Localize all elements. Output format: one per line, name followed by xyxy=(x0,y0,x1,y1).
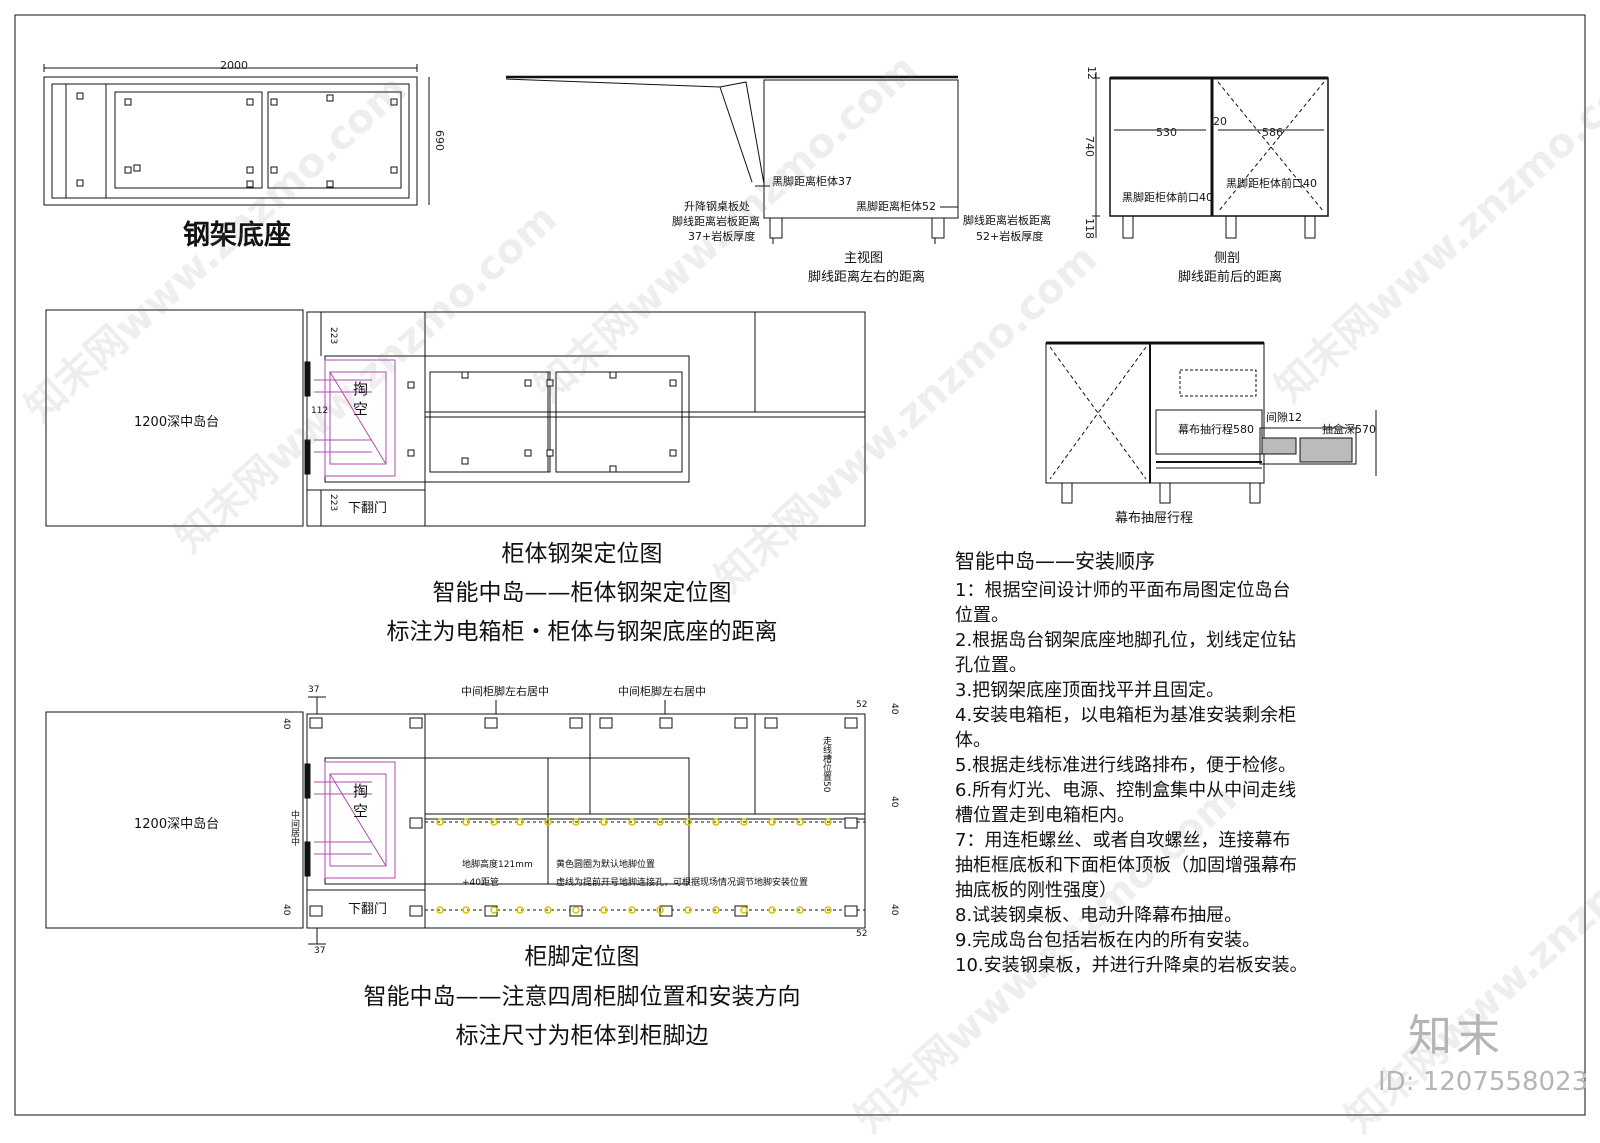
positioning-caption-3: 标注为电箱柜・柜体与钢架底座的距离 xyxy=(386,619,778,645)
side-dim-12: 12 xyxy=(1085,66,1098,80)
install-line: 9.完成岛台包括岩板在内的所有安装。 xyxy=(955,930,1261,951)
foot-positioning-plan xyxy=(45,696,866,945)
foot-dim-37-bottom: 37 xyxy=(314,946,326,956)
positioning-dim-112: 112 xyxy=(311,406,329,416)
foot-dim-40-e: 40 xyxy=(889,904,899,916)
install-line: 3.把钢架底座顶面找平并且固定。 xyxy=(955,680,1225,701)
foot-dim-40-a: 40 xyxy=(281,718,291,730)
install-line: 1：根据空间设计师的平面布局图定位岛台 xyxy=(955,580,1291,601)
install-line: 10.安装钢桌板，并进行升降桌的岩板安装。 xyxy=(955,955,1308,976)
side-view-caption-1: 侧剖 xyxy=(1214,251,1241,266)
middle-center-label: 中间居中 xyxy=(289,810,299,846)
brand-logo: 知末 xyxy=(1408,1011,1504,1062)
drawer-travel-label: 幕布抽行程580 xyxy=(1178,423,1254,436)
foot-dim-37-top: 37 xyxy=(308,685,320,695)
install-line: 孔位置。 xyxy=(955,655,1027,676)
positioning-flip-door: 下翻门 xyxy=(348,501,388,516)
install-line: 6.所有灯光、电源、控制盒集中从中间走线 xyxy=(955,780,1297,801)
wire-slot-label: 走线槽位置50 xyxy=(821,736,831,793)
brand-id: ID: 1207558023 xyxy=(1378,1067,1589,1097)
install-line: 2.根据岛台钢架底座地脚孔位，划线定位钻 xyxy=(955,630,1297,651)
foot-caption-3: 标注尺寸为柜体到柜脚边 xyxy=(455,1023,709,1049)
foot-height-label: 地脚高度121mm xyxy=(462,860,533,870)
install-line: 8.试装钢桌板、电动升降幕布抽屉。 xyxy=(955,905,1243,926)
install-line: 7：用连柜螺丝、或者自攻螺丝，连接幕布 xyxy=(955,830,1291,851)
foot-dim-40-c: 40 xyxy=(889,703,899,715)
front-view-caption-1: 主视图 xyxy=(844,251,884,266)
middle-foot-label-1: 中间柜脚左右居中 xyxy=(461,685,549,698)
install-line: 抽底板的刚性强度） xyxy=(955,880,1117,901)
side-view-caption-2: 脚线距前后的距离 xyxy=(1178,270,1283,285)
steel-base-plan xyxy=(43,64,430,206)
front-label-foot-52: 黑脚距离柜体52 xyxy=(856,200,936,213)
install-steps: 1：根据空间设计师的平面布局图定位岛台 位置。 2.根据岛台钢架底座地脚孔位，划… xyxy=(955,578,1308,978)
foot-caption-2: 智能中岛——注意四周柜脚位置和安装方向 xyxy=(363,984,801,1010)
side-label-front-left: 黑脚距柜体前口40 xyxy=(1122,191,1213,204)
install-line: 位置。 xyxy=(955,605,1009,626)
install-line: 5.根据走线标准进行线路排布，便于检修。 xyxy=(955,755,1297,776)
side-dim-740: 740 xyxy=(1083,136,1096,157)
install-line: 抽柜框底板和下面柜体顶板（加固增强幕布 xyxy=(955,855,1297,876)
side-dim-20: 20 xyxy=(1213,115,1227,128)
foot-dim-40-b: 40 xyxy=(281,904,291,916)
drawer-caption: 幕布抽屉行程 xyxy=(1115,511,1194,526)
yellow-circle-note: 黄色圆圈为默认地脚位置 xyxy=(556,860,656,870)
front-label-left-1: 升降钢桌板处 xyxy=(684,200,750,213)
steel-base-title: 钢架底座 xyxy=(183,220,291,251)
positioning-hollow-2: 空 xyxy=(353,400,369,418)
front-label-left-2: 脚线距离岩板距离 xyxy=(672,215,760,228)
foot-hollow-1: 掏 xyxy=(353,782,369,800)
install-line: 4.安装电箱柜，以电箱柜为基准安装剩余柜 xyxy=(955,705,1297,726)
install-heading: 智能中岛——安装顺序 xyxy=(955,549,1155,573)
foot-dim-52-bottom: 52 xyxy=(856,929,868,939)
dashed-line-note: 虚线为提前开号地脚连接孔，可根据现场情况调节地脚安装位置 xyxy=(556,878,809,888)
foot-dim-52-top: 52 xyxy=(856,700,868,710)
positioning-plan xyxy=(45,309,866,527)
front-view xyxy=(505,75,959,244)
front-label-left-3: 37+岩板厚度 xyxy=(688,230,756,243)
foot-pipe-label: +40距管 xyxy=(462,878,499,888)
positioning-hollow-1: 掏 xyxy=(353,380,369,398)
front-label-right-1: 脚线距离岩板距离 xyxy=(963,214,1051,227)
steel-base-depth-dim: 690 xyxy=(433,130,446,151)
front-label-right-2: 52+岩板厚度 xyxy=(976,230,1044,243)
steel-base-width-dim: 2000 xyxy=(220,59,248,72)
install-line: 槽位置走到电箱柜内。 xyxy=(955,805,1135,826)
positioning-dim-223-top: 223 xyxy=(328,327,338,345)
install-line: 体。 xyxy=(955,730,991,751)
drawer-box-depth-label: 抽盒深570 xyxy=(1322,423,1376,436)
middle-foot-label-2: 中间柜脚左右居中 xyxy=(618,685,706,698)
sheet-border xyxy=(14,14,1586,1116)
positioning-island-label: 1200深中岛台 xyxy=(134,415,220,430)
side-view xyxy=(1092,72,1329,239)
front-view-caption-2: 脚线距离左右的距离 xyxy=(808,270,926,285)
side-label-front-right: 黑脚距柜体前口40 xyxy=(1226,177,1317,190)
foot-dim-40-d: 40 xyxy=(889,796,899,808)
foot-island-label: 1200深中岛台 xyxy=(134,817,220,832)
foot-flip-door: 下翻门 xyxy=(348,902,388,917)
side-dim-118: 118 xyxy=(1083,218,1096,239)
positioning-dim-223-bottom: 223 xyxy=(328,494,338,512)
side-dim-586: 586 xyxy=(1262,126,1283,139)
drawer-view xyxy=(1045,341,1377,504)
foot-caption-1: 柜脚定位图 xyxy=(524,944,640,970)
front-label-foot-37: 黑脚距离柜体37 xyxy=(772,175,852,188)
foot-hollow-2: 空 xyxy=(353,802,369,820)
drawer-gap-label: 间隙12 xyxy=(1266,411,1302,424)
side-dim-530: 530 xyxy=(1156,126,1177,139)
positioning-caption-2: 智能中岛——柜体钢架定位图 xyxy=(432,580,732,606)
positioning-caption-1: 柜体钢架定位图 xyxy=(501,541,663,567)
